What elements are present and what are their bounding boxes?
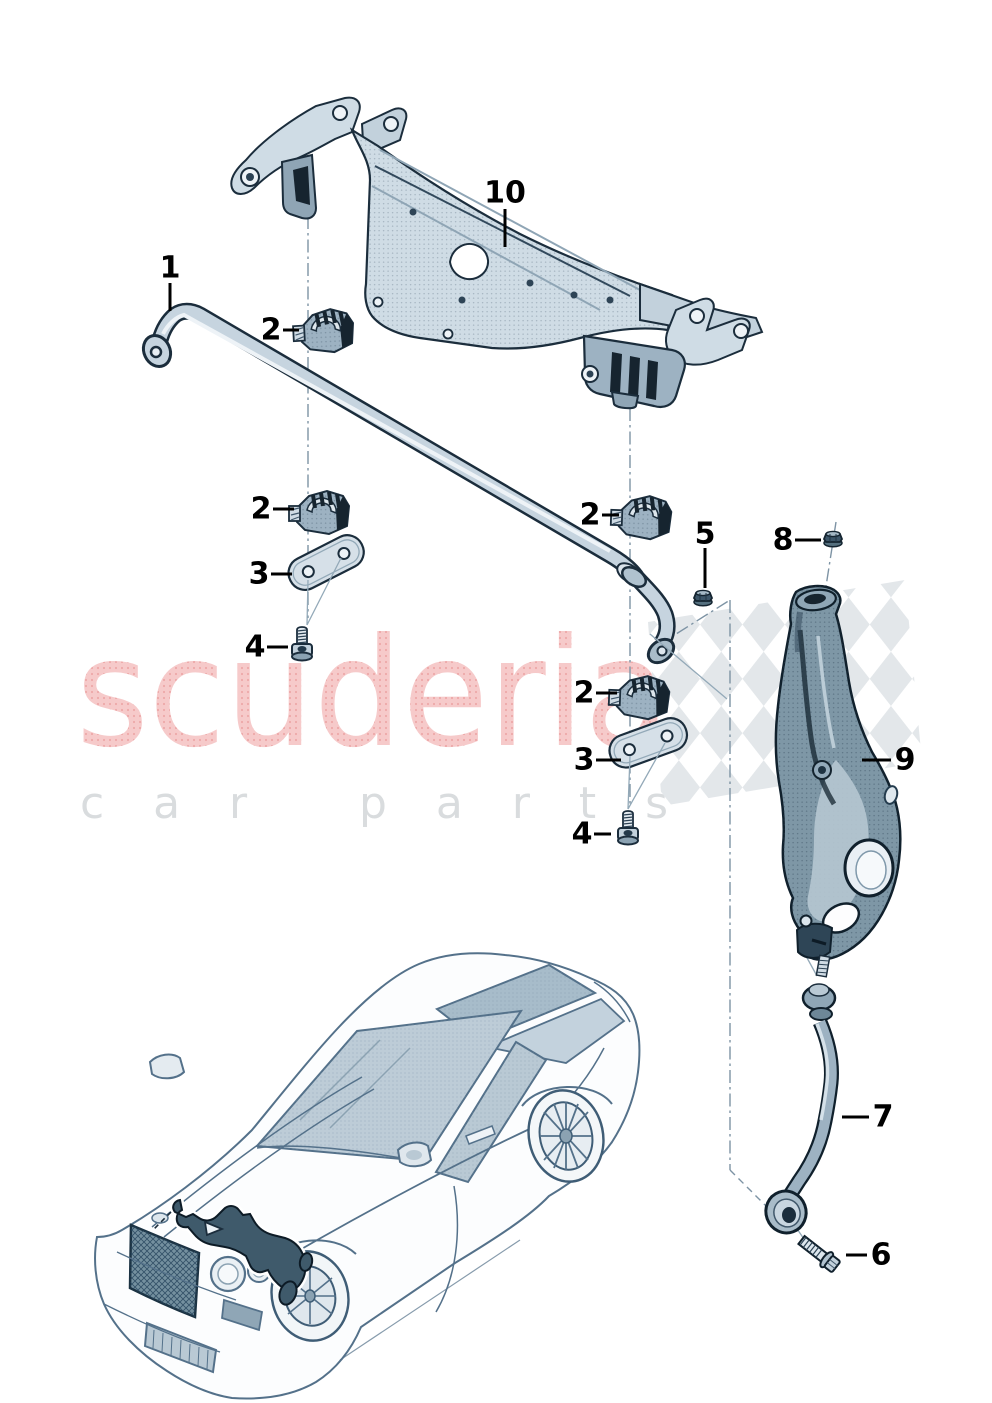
clamp-left: [287, 489, 351, 536]
nut-knuckle: [823, 530, 843, 548]
callout-number: 3: [249, 557, 270, 592]
rear-wheel: [521, 1086, 613, 1183]
callout-number: 2: [574, 676, 595, 711]
front-grille: [128, 1212, 201, 1319]
watermark: scuderia car parts: [76, 607, 670, 829]
steering-knuckle: [774, 584, 902, 961]
callout-9: 9: [862, 743, 915, 778]
callout-4: 4: [245, 630, 288, 665]
callout-4: 4: [572, 817, 611, 852]
callout-5: 5: [695, 517, 716, 588]
callout-layer: 1 10 2 2 3 4 2 5 8 2 3 4 9 7 6: [160, 176, 916, 1273]
callout-3: 3: [249, 557, 292, 592]
callout-1: 1: [160, 251, 181, 311]
callout-2: 2: [580, 498, 619, 533]
callout-6: 6: [846, 1238, 891, 1273]
link-bolt: [797, 1234, 841, 1273]
vehicle-illustration: [94, 952, 641, 1400]
callout-2: 2: [251, 492, 294, 527]
location-arrow: [153, 1211, 225, 1237]
callout-number: 4: [572, 817, 593, 852]
callout-number: 7: [873, 1100, 894, 1135]
callout-number: 10: [484, 176, 526, 211]
watermark-brand-text: scuderia: [76, 607, 670, 781]
callout-number: 6: [871, 1238, 892, 1273]
nut-stabilizer-link: [693, 589, 713, 607]
callout-8: 8: [773, 523, 821, 558]
callout-number: 4: [245, 630, 266, 665]
callout-2: 2: [574, 676, 617, 711]
callout-10: 10: [484, 176, 526, 247]
callout-number: 2: [261, 313, 282, 348]
callout-number: 1: [160, 251, 181, 286]
callout-number: 8: [773, 523, 794, 558]
callout-number: 2: [251, 492, 272, 527]
callout-number: 5: [695, 517, 716, 552]
plate-left: [281, 528, 371, 597]
callout-number: 2: [580, 498, 601, 533]
callout-number: 3: [574, 743, 595, 778]
anti-roll-bar: [141, 302, 676, 665]
subframe-crossmember: [230, 96, 764, 410]
callout-7: 7: [842, 1100, 893, 1135]
clamp-top: [292, 308, 354, 354]
callout-2: 2: [261, 313, 299, 348]
callout-3: 3: [574, 743, 621, 778]
coupling-link-rod: [764, 954, 839, 1235]
bolt-mid: [617, 810, 639, 846]
clamp-mid: [610, 495, 671, 540]
callout-number: 9: [895, 743, 916, 778]
